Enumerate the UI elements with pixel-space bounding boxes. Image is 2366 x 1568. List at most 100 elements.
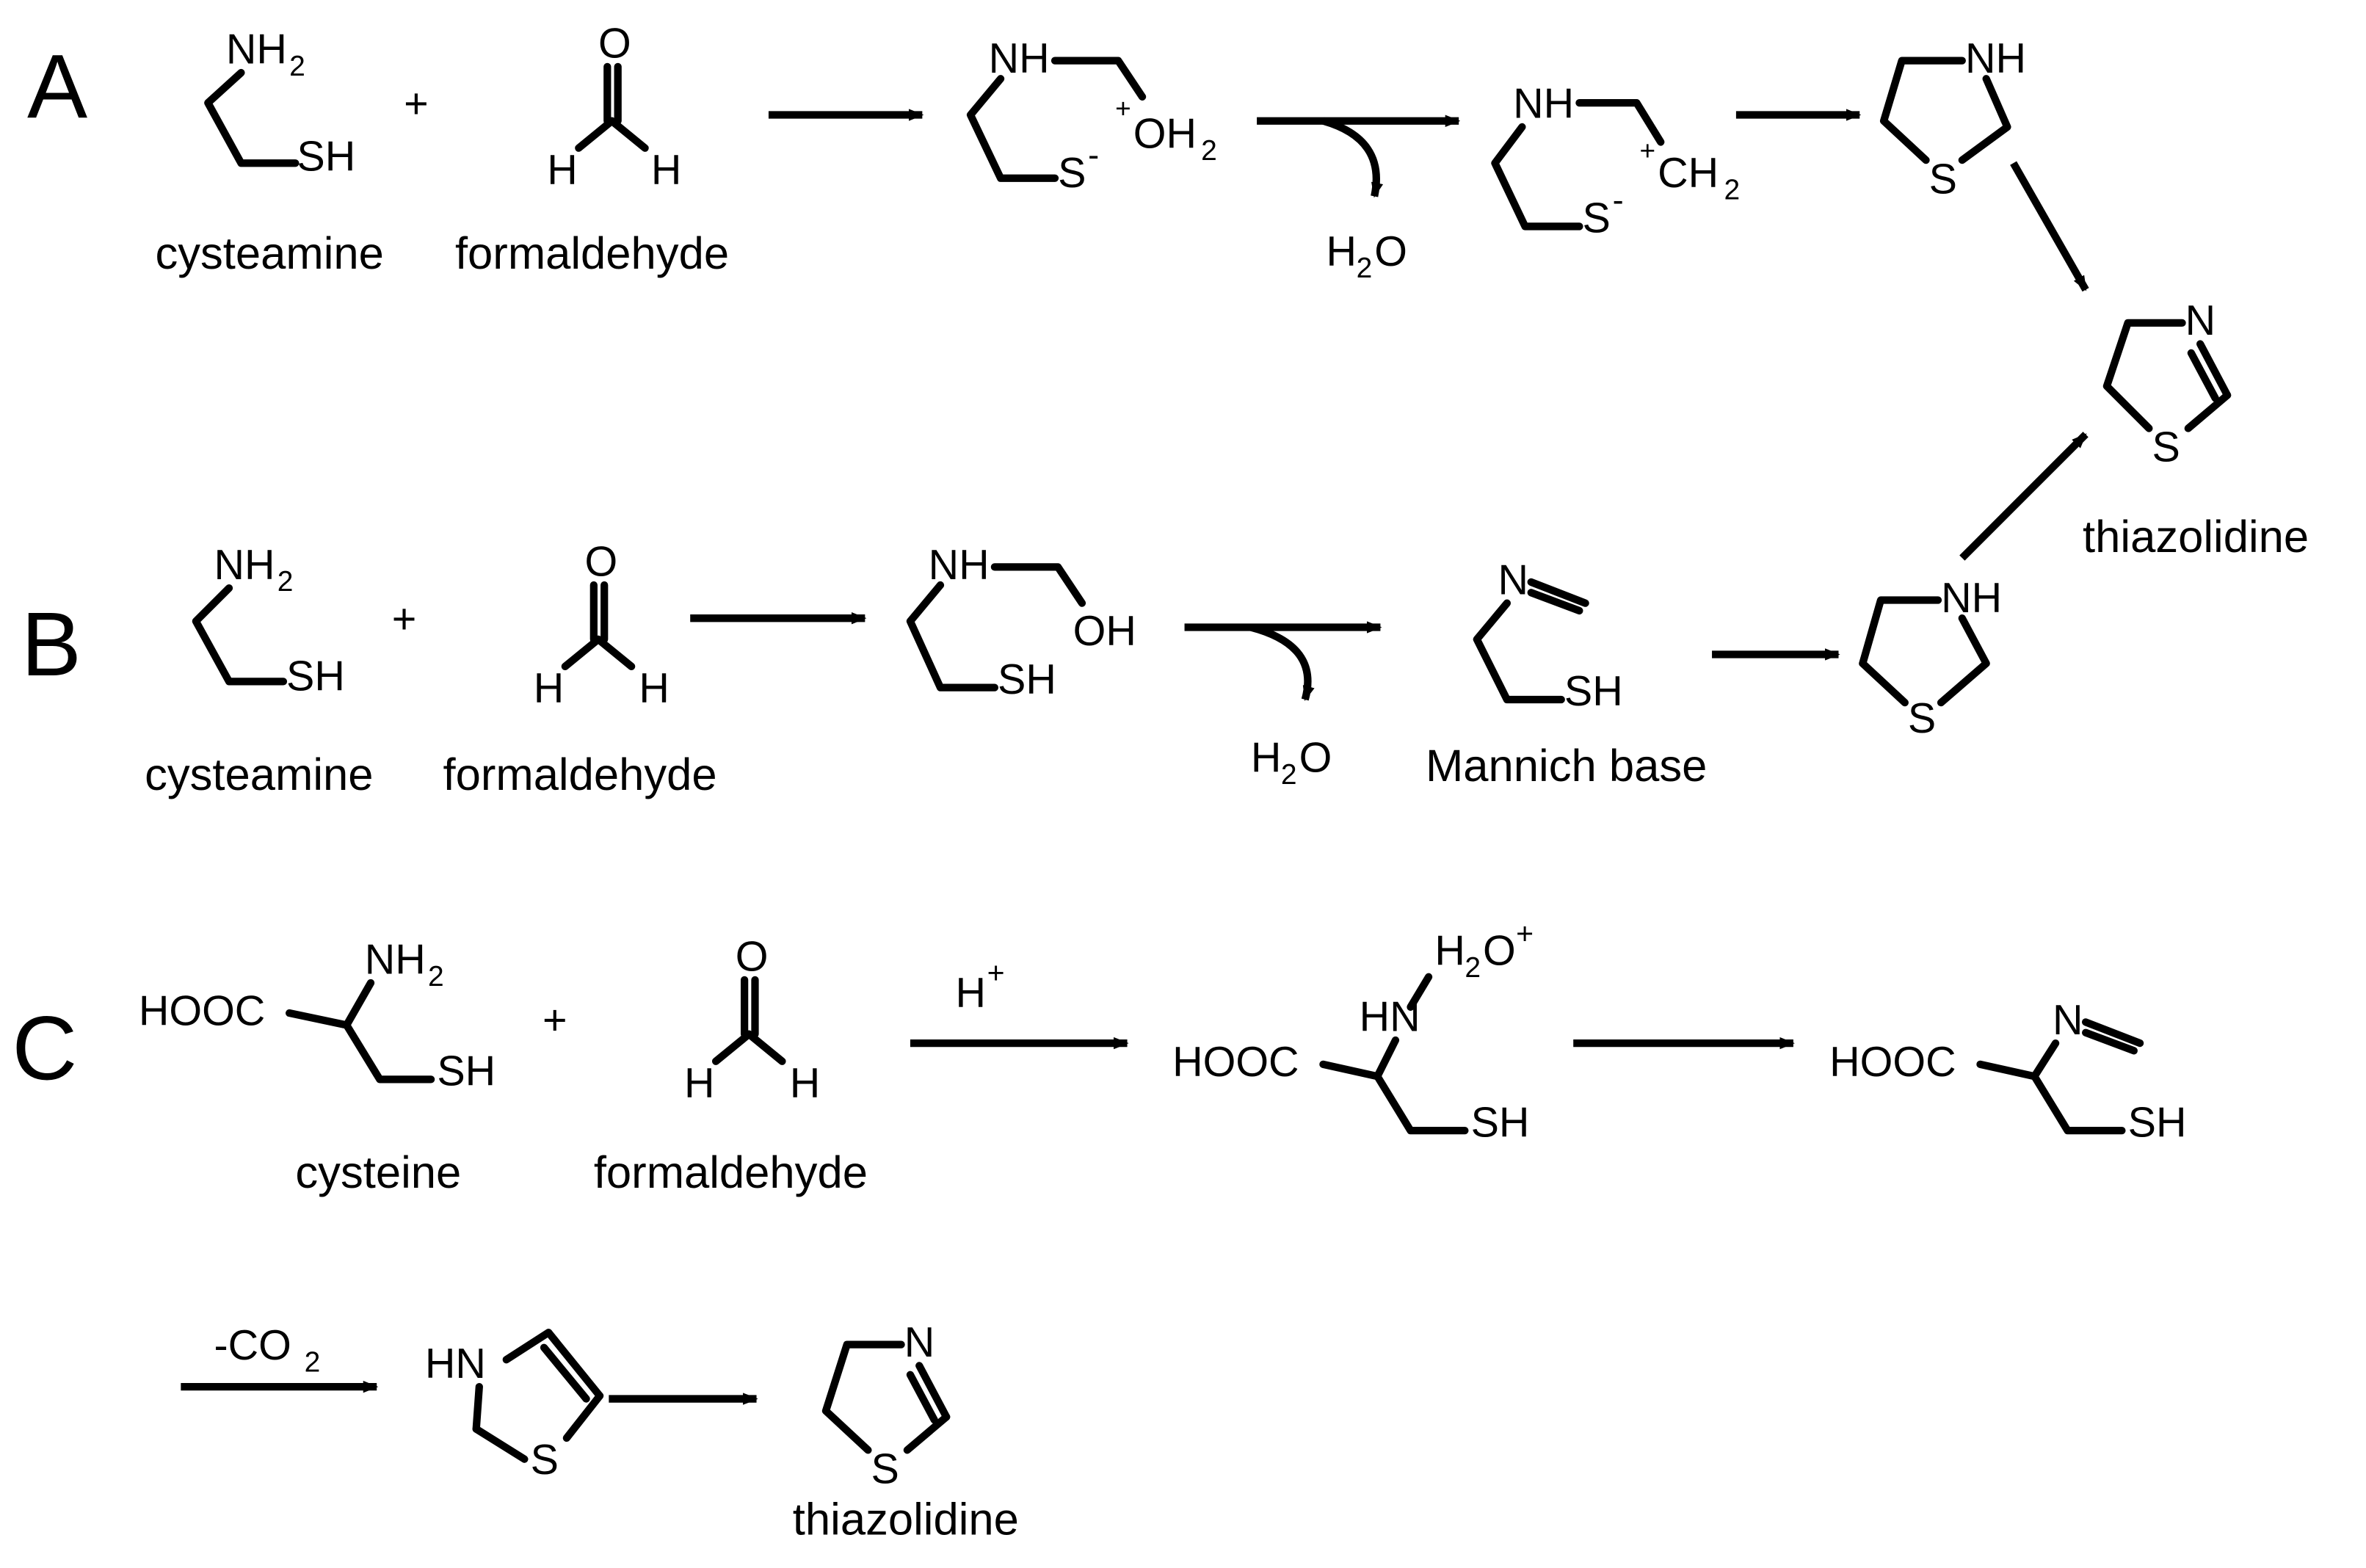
reactant-name-formaldehyde-c: formaldehyde bbox=[594, 1147, 868, 1198]
hemiaminal-intermediate-b: NH OH SH bbox=[906, 542, 1136, 703]
svg-text:SH: SH bbox=[1564, 668, 1623, 715]
acid-catalyst-label: H + bbox=[956, 956, 1005, 1017]
plus-sign-b: + bbox=[392, 596, 417, 643]
svg-text:CH: CH bbox=[1658, 150, 1719, 197]
svg-text:2: 2 bbox=[277, 566, 294, 598]
svg-text:+: + bbox=[987, 956, 1005, 990]
thiazolidine-ring-b: NH S bbox=[1859, 575, 2002, 742]
mannich-base-label: Mannich base bbox=[1426, 741, 1707, 791]
svg-text:NH: NH bbox=[1941, 575, 2002, 622]
svg-text:O: O bbox=[736, 934, 769, 981]
svg-text:NH: NH bbox=[989, 35, 1050, 82]
thiazolidine-ring-a: NH S bbox=[1879, 35, 2026, 203]
svg-text:S: S bbox=[1058, 150, 1086, 197]
svg-text:OH: OH bbox=[1073, 608, 1136, 655]
hemiaminal-intermediate-a: NH + OH 2 S - bbox=[966, 35, 1217, 197]
svg-text:H: H bbox=[534, 665, 565, 712]
svg-text:2: 2 bbox=[1724, 174, 1740, 206]
imine-intermediate-c: N HOOC SH bbox=[1829, 997, 2186, 1147]
water-byproduct-b: H 2 O bbox=[1251, 735, 1332, 791]
svg-text:NH: NH bbox=[226, 26, 287, 73]
plus-sign-a: + bbox=[404, 81, 429, 128]
svg-text:S: S bbox=[871, 1446, 899, 1493]
svg-text:-: - bbox=[1613, 181, 1624, 219]
svg-text:H: H bbox=[1434, 927, 1465, 974]
svg-text:HOOC: HOOC bbox=[139, 987, 265, 1034]
svg-text:H: H bbox=[651, 147, 682, 194]
svg-text:HOOC: HOOC bbox=[1172, 1039, 1299, 1086]
svg-text:SH: SH bbox=[437, 1048, 496, 1095]
svg-text:O: O bbox=[598, 21, 631, 68]
cysteine-structure: HOOC NH 2 SH bbox=[139, 937, 496, 1095]
svg-text:S: S bbox=[2152, 424, 2180, 471]
svg-text:+: + bbox=[1516, 917, 1534, 951]
water-byproduct-a: H 2 O bbox=[1327, 228, 1407, 284]
product-name-thiazolidine-bottom: thiazolidine bbox=[793, 1494, 1019, 1545]
reactant-name-formaldehyde-a: formaldehyde bbox=[455, 228, 729, 279]
svg-text:S: S bbox=[1929, 156, 1957, 203]
svg-text:N: N bbox=[2185, 297, 2216, 344]
svg-text:H: H bbox=[956, 970, 987, 1017]
svg-text:SH: SH bbox=[2128, 1099, 2187, 1146]
product-name-thiazolidine-right: thiazolidine bbox=[2083, 512, 2309, 562]
svg-text:2: 2 bbox=[1281, 759, 1297, 791]
svg-text:-CO: -CO bbox=[214, 1322, 291, 1369]
carbocation-intermediate-a: NH + CH 2 S - bbox=[1491, 81, 1740, 242]
svg-text:2: 2 bbox=[289, 51, 305, 82]
svg-text:2: 2 bbox=[428, 961, 444, 992]
svg-text:N: N bbox=[1498, 556, 1529, 603]
svg-text:HN: HN bbox=[425, 1340, 486, 1387]
svg-text:H: H bbox=[547, 147, 578, 194]
thiazolidine-product-bottom: N S bbox=[821, 1319, 951, 1493]
thiazolidine-product-right: N S bbox=[2102, 297, 2232, 471]
svg-text:O: O bbox=[1299, 735, 1332, 782]
panel-label-b: B bbox=[21, 594, 81, 695]
mannich-base-structure: N SH bbox=[1473, 556, 1623, 715]
svg-text:+: + bbox=[1640, 136, 1656, 166]
cysteamine-structure-a: NH 2 SH bbox=[204, 26, 355, 180]
protonated-intermediate-c: H 2 O + HN HOOC SH bbox=[1172, 917, 1534, 1147]
svg-text:H: H bbox=[684, 1060, 715, 1107]
svg-text:SH: SH bbox=[297, 133, 355, 180]
svg-text:HN: HN bbox=[1360, 994, 1420, 1041]
svg-text:S: S bbox=[1583, 195, 1611, 242]
svg-text:SH: SH bbox=[286, 653, 345, 700]
svg-text:H: H bbox=[639, 665, 669, 712]
cysteamine-structure-b: NH 2 SH bbox=[192, 542, 345, 700]
panel-label-a: A bbox=[27, 37, 87, 138]
svg-text:OH: OH bbox=[1133, 111, 1197, 158]
svg-text:2: 2 bbox=[1357, 253, 1373, 284]
svg-text:2: 2 bbox=[1201, 135, 1217, 167]
svg-text:NH: NH bbox=[1513, 81, 1574, 128]
svg-text:SH: SH bbox=[1471, 1099, 1530, 1146]
reactant-name-formaldehyde-b: formaldehyde bbox=[443, 749, 717, 800]
svg-text:NH: NH bbox=[365, 937, 426, 984]
svg-text:N: N bbox=[904, 1319, 935, 1366]
svg-text:O: O bbox=[1374, 228, 1407, 275]
svg-text:HOOC: HOOC bbox=[1829, 1039, 1956, 1086]
svg-text:NH: NH bbox=[1965, 35, 2026, 82]
svg-text:O: O bbox=[1483, 927, 1516, 974]
decarboxylation-label: -CO 2 bbox=[214, 1322, 321, 1378]
plus-sign-c: + bbox=[542, 997, 567, 1044]
thiazoline-intermediate-c: HN S bbox=[425, 1329, 604, 1484]
svg-text:SH: SH bbox=[998, 656, 1056, 703]
svg-text:O: O bbox=[585, 539, 618, 586]
svg-text:-: - bbox=[1088, 136, 1099, 173]
formaldehyde-structure-a: O H H bbox=[547, 21, 681, 194]
svg-text:2: 2 bbox=[1465, 952, 1481, 984]
svg-text:+: + bbox=[1115, 94, 1131, 124]
reactant-name-cysteamine-b: cysteamine bbox=[145, 749, 373, 800]
svg-text:S: S bbox=[531, 1437, 559, 1484]
svg-text:H: H bbox=[1327, 228, 1357, 275]
formaldehyde-structure-b: O H H bbox=[534, 539, 669, 712]
panel-label-c: C bbox=[12, 998, 77, 1099]
svg-text:N: N bbox=[2053, 997, 2083, 1044]
svg-text:H: H bbox=[1251, 735, 1282, 782]
svg-text:H: H bbox=[790, 1060, 821, 1107]
reactant-name-cysteine: cysteine bbox=[295, 1147, 461, 1198]
svg-text:NH: NH bbox=[214, 542, 275, 589]
reactant-name-cysteamine-a: cysteamine bbox=[155, 228, 383, 279]
svg-text:NH: NH bbox=[929, 542, 990, 589]
